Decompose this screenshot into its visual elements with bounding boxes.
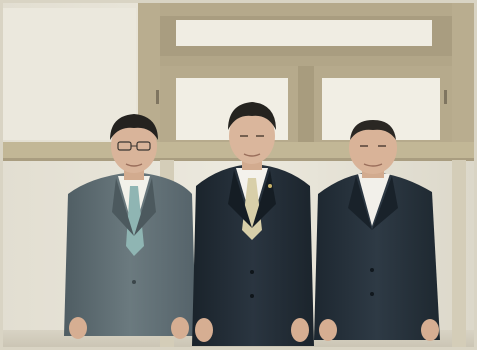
person-left xyxy=(64,114,196,339)
person-right xyxy=(314,120,440,341)
person-middle xyxy=(192,102,314,346)
left-wall-panel xyxy=(0,8,136,140)
